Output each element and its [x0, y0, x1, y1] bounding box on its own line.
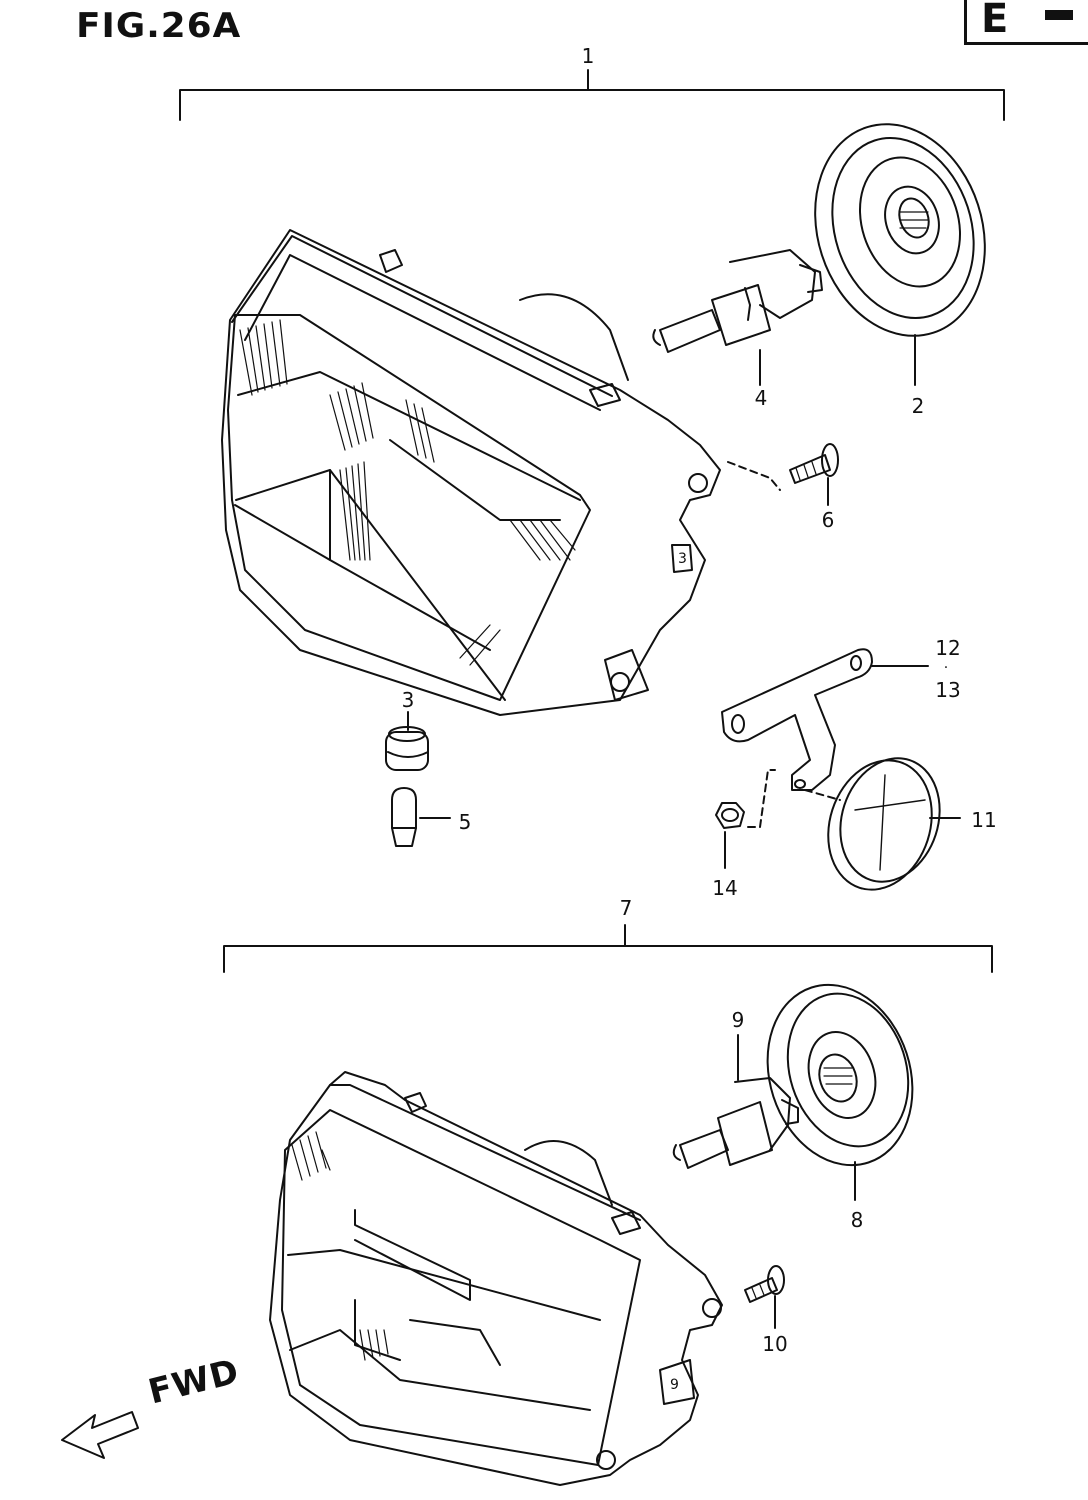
socket-cover-lower	[766, 983, 914, 1167]
lower-headlight-housing: 9	[269, 1071, 723, 1486]
callout-6: 6	[821, 508, 835, 532]
socket-cover-upper	[814, 123, 986, 337]
callout-13: 13	[935, 678, 961, 702]
cap-11	[827, 757, 941, 891]
callout-3: 3	[401, 688, 415, 712]
callout-2: 2	[911, 394, 925, 418]
bracket-assembly-7	[223, 924, 993, 973]
upper-lens	[227, 314, 591, 701]
bracket-assembly-1	[179, 69, 1005, 121]
callout-12: 12	[935, 636, 961, 660]
fwd-arrow-icon	[61, 1411, 139, 1459]
section-label: E	[981, 0, 1009, 42]
lower-lens	[281, 1109, 641, 1466]
dash-11	[804, 789, 841, 801]
callout-separator-dot: ·	[943, 660, 949, 676]
section-badge: E	[964, 0, 1088, 45]
callout-10: 10	[762, 1332, 788, 1356]
grommet-3	[385, 726, 429, 771]
section-dash	[1045, 10, 1073, 20]
callout-5: 5	[458, 810, 472, 834]
figure-title: FIG.26A	[76, 6, 242, 46]
bulb-upper	[652, 249, 823, 353]
svg-text:9: 9	[670, 1377, 679, 1393]
svg-text:3: 3	[678, 551, 687, 567]
bulb-5	[391, 787, 417, 847]
callout-1: 1	[581, 44, 595, 68]
callout-9: 9	[731, 1008, 745, 1032]
dash-6	[727, 461, 781, 491]
callout-8: 8	[850, 1208, 864, 1232]
callout-4: 4	[754, 386, 768, 410]
nut-14	[715, 802, 745, 829]
dash-14	[747, 769, 776, 828]
bulb-lower	[672, 1077, 799, 1169]
screw-upper	[789, 443, 839, 484]
callout-11: 11	[971, 808, 997, 832]
callout-7: 7	[619, 896, 633, 920]
screw-lower	[744, 1265, 785, 1303]
upper-headlight-housing: 3	[221, 229, 721, 716]
callout-14: 14	[712, 876, 738, 900]
stay-bracket	[721, 648, 873, 791]
